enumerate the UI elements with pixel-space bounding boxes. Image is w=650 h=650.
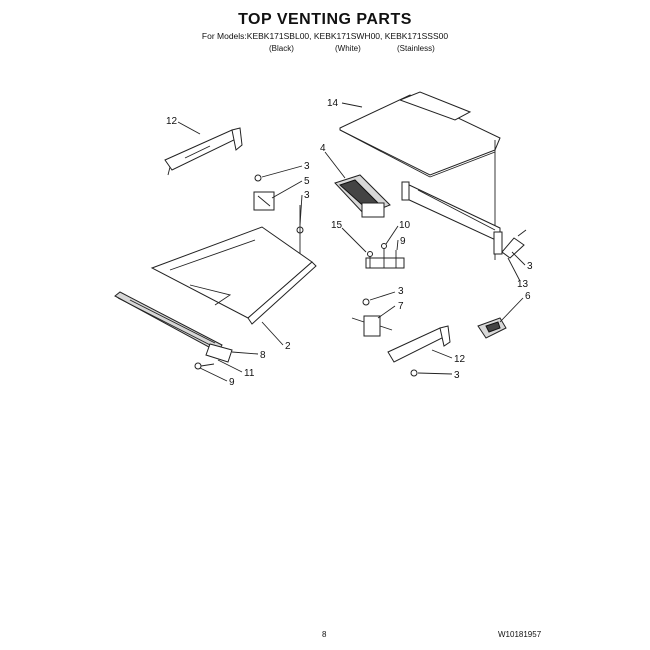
part-12-bracket-upper [164,127,243,176]
part-5-clip [253,174,304,255]
leader-5 [271,180,303,199]
leader-15 [341,227,367,253]
callout-9a: 9 [400,236,406,247]
leader-3e [417,372,453,375]
leader-3c [511,251,526,266]
callout-12b: 12 [454,354,466,365]
page-number: 8 [322,630,327,639]
document-number: W10181957 [498,630,542,639]
page-title: TOP VENTING PARTS [238,11,412,28]
part-12-bracket-lower [387,325,451,377]
leader-3a [261,165,303,178]
leader-14 [341,102,363,108]
variant-white: (White) [335,44,361,53]
leader-9a [396,239,399,251]
leader-6 [499,297,524,323]
leader-4 [324,151,346,179]
callout-6: 6 [525,291,531,302]
callout-7: 7 [398,301,404,312]
part-13-clip [501,229,527,259]
variant-stainless: (Stainless) [397,44,435,53]
callout-14: 14 [327,98,339,109]
leader-2 [261,321,284,346]
callout-9b: 9 [229,377,235,388]
variant-black: (Black) [269,44,294,53]
callout-4: 4 [320,143,326,154]
callout-8: 8 [260,350,266,361]
callout-12a: 12 [166,116,178,127]
callout-10: 10 [399,220,411,231]
leader-9b [199,367,228,382]
leader-12b [431,349,453,359]
leader-13 [507,257,521,282]
part-7-bracket [351,298,393,337]
part-2-panel [150,226,317,325]
part-14-vent-panel [339,91,503,260]
leader-3b [299,194,303,226]
callout-2: 2 [285,341,291,352]
leader-11 [217,359,243,373]
leader-3d [369,291,396,301]
leader-8 [231,351,259,355]
callout-11: 11 [244,368,255,379]
model-list: For Models:KEBK171SBL00, KEBK171SWH00, K… [201,31,449,41]
callout-15: 15 [331,220,343,231]
callout-13: 13 [517,279,529,290]
callout-3a: 3 [304,161,310,172]
leader-7 [377,305,396,319]
part-6-block [477,317,507,339]
callout-3b: 3 [304,190,310,201]
part-4-module [334,174,391,218]
callout-3e: 3 [454,370,460,381]
callout-5: 5 [304,176,310,187]
callout-3d: 3 [398,286,404,297]
leader-10 [385,225,399,245]
part-15-10-9-bracket [365,243,405,269]
part-rail-lower-left [114,291,233,370]
callout-3c: 3 [527,261,533,272]
leader-12a [177,121,201,135]
